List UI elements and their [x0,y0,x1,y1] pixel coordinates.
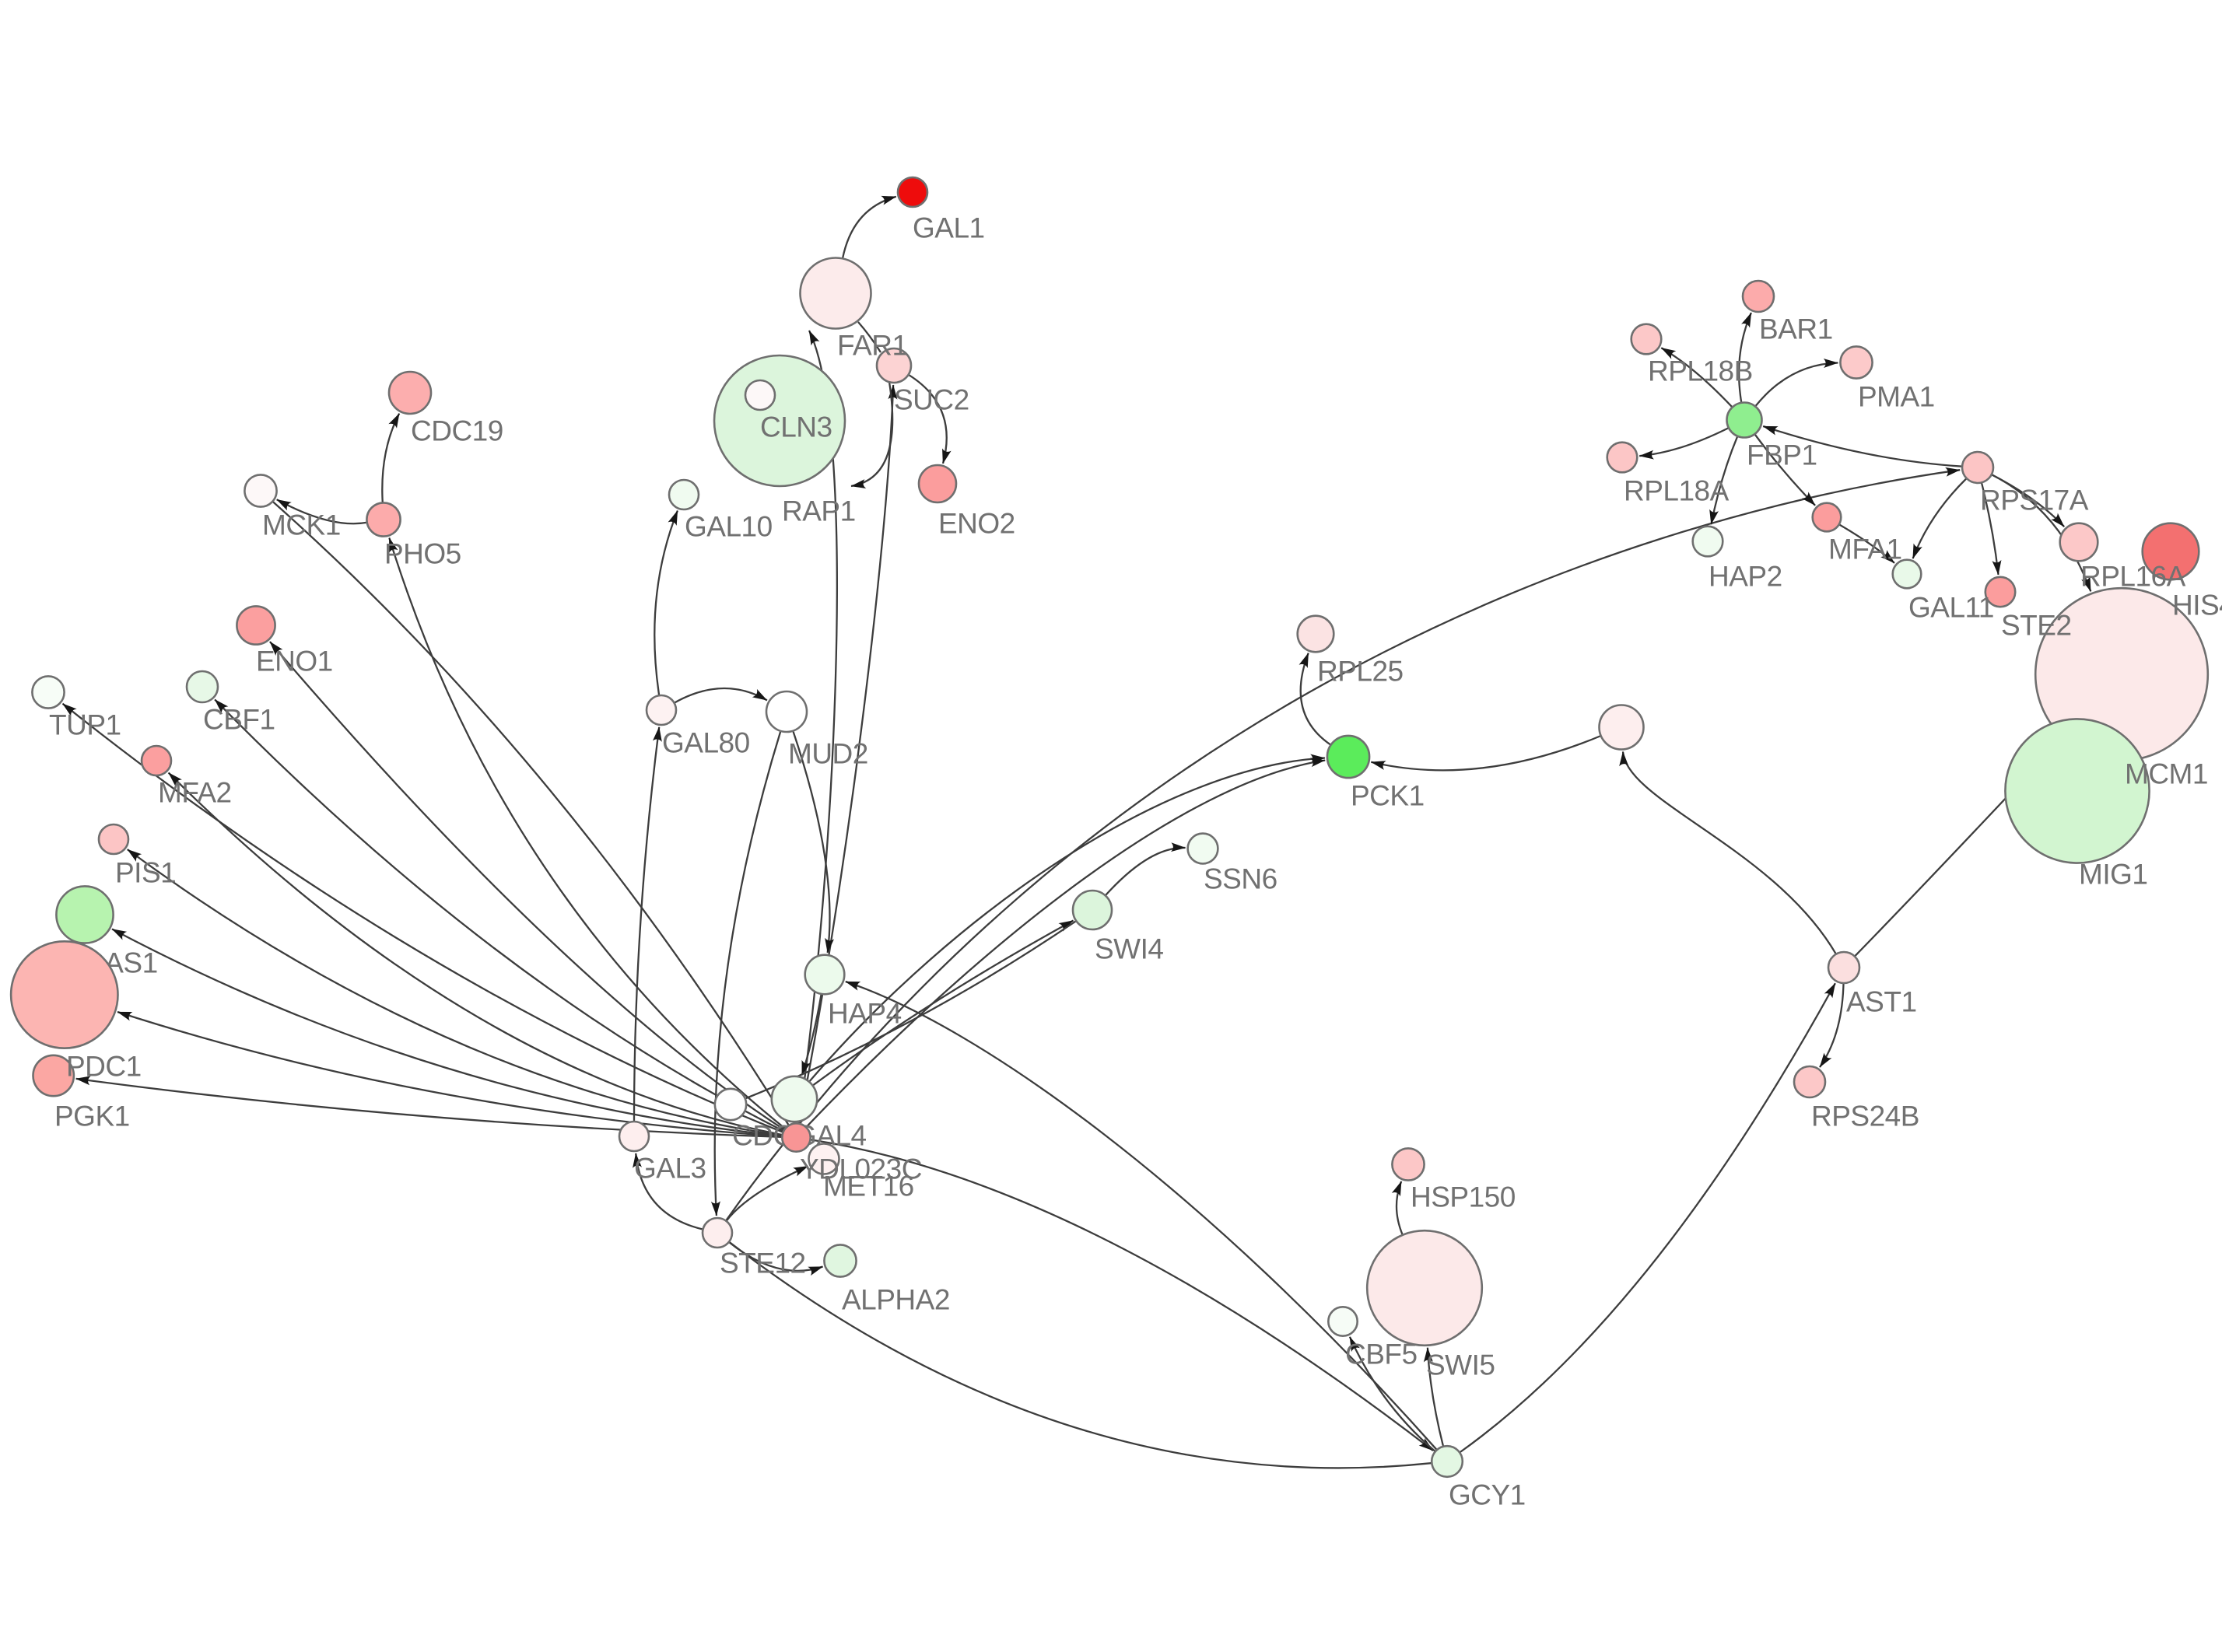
svg-text:YDL023C: YDL023C [800,1153,922,1185]
svg-text:HSP150: HSP150 [1411,1181,1516,1213]
svg-text:GAL11: GAL11 [1908,592,1994,624]
svg-text:MIG1: MIG1 [2079,859,2147,891]
svg-text:GAL3: GAL3 [634,1153,706,1185]
svg-text:PMA1: PMA1 [1858,381,1935,413]
svg-text:MCK1: MCK1 [262,509,341,541]
svg-text:RPS24B: RPS24B [1811,1101,1919,1132]
svg-text:GAL1: GAL1 [913,212,985,244]
svg-text:SSN6: SSN6 [1204,863,1277,895]
svg-text:TUP1: TUP1 [49,709,121,741]
svg-text:HIS4: HIS4 [2172,590,2222,621]
svg-text:PIS1: PIS1 [115,857,176,889]
svg-text:AST1: AST1 [1846,986,1917,1018]
svg-text:SUC2: SUC2 [894,384,969,416]
svg-text:CBF5: CBF5 [1345,1339,1418,1370]
svg-text:HAP2: HAP2 [1709,561,1782,593]
svg-text:MUD2: MUD2 [788,738,868,770]
svg-text:CBF1: CBF1 [203,704,275,736]
svg-text:STE12: STE12 [720,1248,806,1279]
svg-text:MCM1: MCM1 [2125,758,2208,790]
svg-text:MET16: MET16 [823,1171,914,1202]
svg-text:PCK1: PCK1 [1351,780,1425,812]
svg-text:MFA2: MFA2 [158,777,232,809]
svg-text:RPL18B: RPL18B [1648,355,1753,387]
svg-text:RPL16A: RPL16A [2080,561,2186,593]
svg-text:PHO5: PHO5 [384,538,461,570]
svg-text:MFA1: MFA1 [1828,534,1902,565]
svg-text:PDC1: PDC1 [66,1051,142,1083]
svg-text:STE2: STE2 [2001,610,2072,642]
svg-text:FAR1: FAR1 [837,330,908,362]
svg-text:FBP1: FBP1 [1747,439,1817,471]
svg-text:CLN3: CLN3 [760,411,832,443]
svg-text:RPL25: RPL25 [1317,656,1404,688]
svg-text:RPS17A: RPS17A [1980,485,2089,516]
svg-text:RAP1: RAP1 [782,495,856,527]
svg-text:GAL10: GAL10 [685,511,773,543]
svg-text:PGK1: PGK1 [54,1101,130,1132]
svg-text:RPL18A: RPL18A [1624,475,1730,507]
svg-text:ENO2: ENO2 [938,508,1015,540]
svg-text:BAR1: BAR1 [1759,313,1833,345]
svg-text:HAP4: HAP4 [828,998,902,1030]
svg-text:CDC19: CDC19 [411,415,503,447]
svg-text:SWI4: SWI4 [1095,933,1163,965]
svg-text:SWI5: SWI5 [1426,1349,1495,1381]
svg-text:GCY1: GCY1 [1449,1479,1526,1511]
svg-text:GAL80: GAL80 [662,727,750,759]
svg-text:ENO1: ENO1 [256,646,333,677]
svg-text:ALPHA2: ALPHA2 [842,1284,950,1316]
